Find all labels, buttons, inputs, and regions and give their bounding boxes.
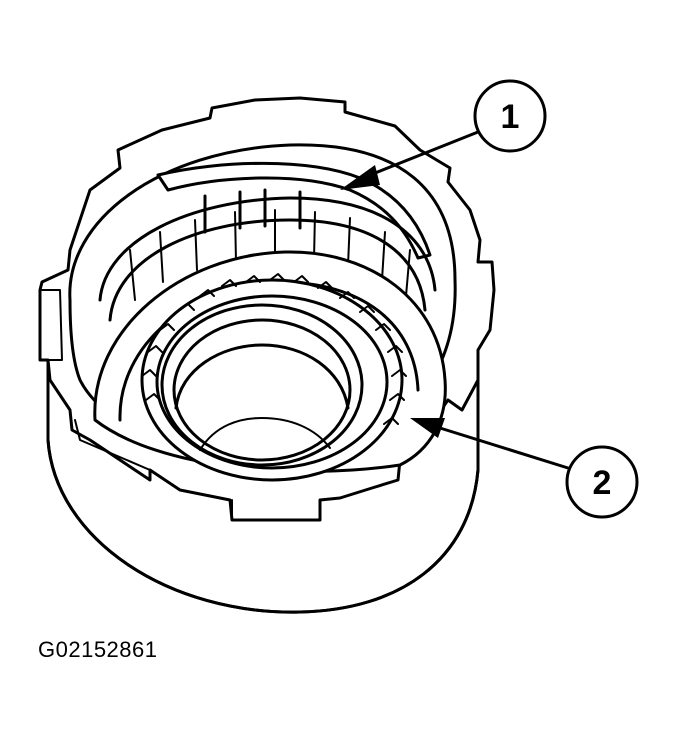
arrowhead-2 — [410, 418, 445, 438]
callout-1-label: 1 — [501, 98, 520, 136]
callout-2-label: 2 — [593, 464, 612, 502]
callout-1: 1 — [473, 79, 547, 153]
leader-lines — [340, 130, 570, 470]
clutch-plates — [98, 188, 437, 322]
arrowhead-1 — [340, 165, 380, 190]
figure-id: G02152861 — [38, 637, 158, 662]
callout-2: 2 — [565, 445, 639, 519]
inner-sleeve — [160, 303, 364, 467]
